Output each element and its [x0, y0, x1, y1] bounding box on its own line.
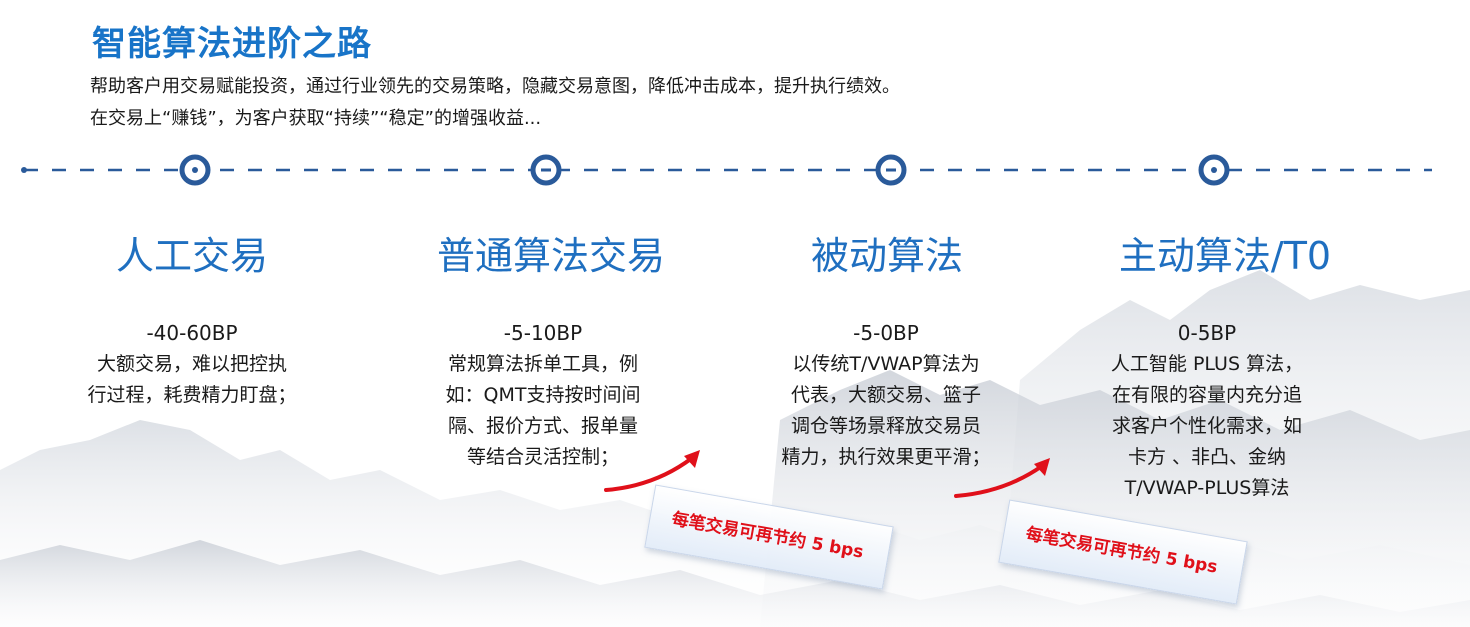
stage-title-basic-algo: 普通算法交易 — [381, 225, 721, 280]
stage-bp: 0-5BP — [1067, 318, 1347, 349]
timeline-node-icon — [182, 157, 208, 183]
timeline — [0, 150, 1470, 190]
stage-title-manual: 人工交易 — [22, 225, 362, 280]
subtitle-line-1: 帮助客户用交易赋能投资，通过行业领先的交易策略，隐藏交易意图，降低冲击成本，提升… — [90, 72, 900, 98]
stage-desc-line: 隔、报价方式、报单量 — [403, 411, 683, 442]
stage-bp: -40-60BP — [52, 318, 332, 349]
stage-title-active-algo: 主动算法/T0 — [1055, 225, 1395, 280]
timeline-node-icon — [533, 157, 559, 183]
stage-desc-line: 常规算法拆单工具，例 — [403, 349, 683, 380]
stage-desc-line: 卡方 、非凸、金纳 — [1067, 442, 1347, 473]
stage-desc-manual: -40-60BP 大额交易，难以把控执 行过程，耗费精力盯盘； — [52, 318, 332, 411]
stage-desc-line: 人工智能 PLUS 算法， — [1067, 349, 1347, 380]
stage-title-passive-algo: 被动算法 — [717, 225, 1057, 280]
stage-desc-line: 求客户个性化需求，如 — [1067, 411, 1347, 442]
stage-desc-line: 如：QMT支持按时间间 — [403, 380, 683, 411]
stage-desc-line: 在有限的容量内充分追 — [1067, 380, 1347, 411]
stage-desc-line: T/VWAP-PLUS算法 — [1067, 473, 1347, 504]
subtitle-line-2: 在交易上“赚钱”，为客户获取“持续”“稳定”的增强收益... — [90, 104, 541, 130]
red-arrow-icon — [950, 450, 1060, 510]
stage-desc-active-algo: 0-5BP 人工智能 PLUS 算法， 在有限的容量内充分追 求客户个性化需求，… — [1067, 318, 1347, 504]
stage-desc-line: 调仓等场景释放交易员 — [746, 411, 1026, 442]
timeline-node-icon — [878, 157, 904, 183]
stage-desc-line: 行过程，耗费精力盯盘； — [52, 380, 332, 411]
timeline-node-icon — [1201, 157, 1227, 183]
page-title: 智能算法进阶之路 — [92, 16, 372, 65]
stage-desc-line: 代表，大额交易、篮子 — [746, 380, 1026, 411]
savings-callout: 每笔交易可再节约 5 bps — [648, 505, 888, 567]
savings-callout: 每笔交易可再节约 5 bps — [1002, 520, 1242, 582]
stage-desc-line: 大额交易，难以把控执 — [52, 349, 332, 380]
stage-bp: -5-0BP — [746, 318, 1026, 349]
stage-bp: -5-10BP — [403, 318, 683, 349]
stage-desc-line: 以传统T/VWAP算法为 — [746, 349, 1026, 380]
